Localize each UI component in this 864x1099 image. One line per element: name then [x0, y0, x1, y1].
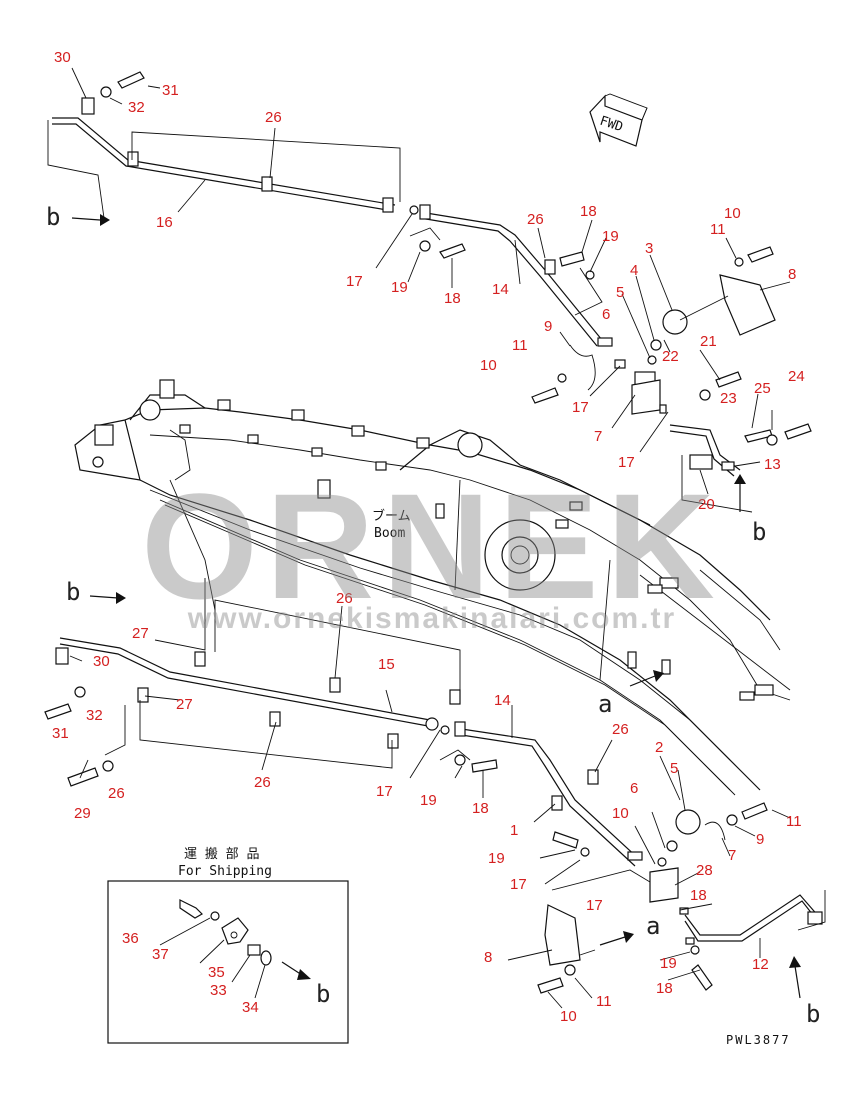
part-number-label: 26	[265, 109, 282, 126]
part-number-label: 13	[764, 456, 781, 473]
part-number-label: 6	[602, 306, 610, 323]
part-number-label: 17	[510, 876, 527, 893]
part-number-label: 32	[86, 707, 103, 724]
part-number-label: 10	[612, 805, 629, 822]
part-number-label: 18	[472, 800, 489, 817]
part-number-label: 5	[616, 284, 624, 301]
part-number-label: a	[646, 912, 660, 940]
part-number-label: 10	[560, 1008, 577, 1025]
part-number-label: 20	[698, 496, 715, 513]
part-number-label: 35	[208, 964, 225, 981]
part-number-label: 12	[752, 956, 769, 973]
part-number-label: 10	[480, 357, 497, 374]
part-number-label: 17	[586, 897, 603, 914]
part-number-label: 30	[93, 653, 110, 670]
part-number-label: 30	[54, 49, 71, 66]
part-number-label: 23	[720, 390, 737, 407]
part-number-label: 11	[710, 221, 726, 238]
part-number-label: b	[66, 578, 80, 606]
part-number-label: 19	[488, 850, 505, 867]
part-number-label: 6	[630, 780, 638, 797]
part-number-label: 8	[484, 949, 492, 966]
part-number-label: 26	[254, 774, 271, 791]
watermark-brand: ORNEK	[141, 462, 723, 630]
part-number-label: 27	[132, 625, 149, 642]
part-number-label: 26	[108, 785, 125, 802]
part-number-label: 18	[444, 290, 461, 307]
part-number-label: 21	[700, 333, 717, 350]
part-number-label: 2	[655, 739, 663, 756]
part-number-label: 9	[756, 831, 764, 848]
part-number-label: 37	[152, 946, 169, 963]
part-number-label: 11	[786, 813, 802, 830]
part-number-label: 18	[580, 203, 597, 220]
drawing-code: PWL3877	[726, 1033, 791, 1047]
part-number-label: a	[598, 690, 612, 718]
hardware-parts	[44, 71, 823, 994]
boom-label-jp: ブーム	[372, 508, 411, 524]
shipping-label-en: For Shipping	[178, 864, 272, 879]
part-number-label: 34	[242, 999, 259, 1016]
part-number-label: 22	[662, 348, 679, 365]
part-number-label: 19	[391, 279, 408, 296]
part-number-label: 17	[376, 783, 393, 800]
part-number-label: b	[46, 203, 60, 231]
fwd-direction-indicator: FWD	[589, 93, 648, 147]
boom-structure	[74, 379, 791, 796]
boom-label-en: Boom	[374, 526, 405, 541]
part-number-label: 31	[52, 725, 69, 742]
part-number-label: b	[752, 518, 766, 546]
part-number-label: 18	[690, 887, 707, 904]
part-number-label: 18	[656, 980, 673, 997]
part-number-label: 8	[788, 266, 796, 283]
part-number-label: 7	[594, 428, 602, 445]
part-number-label: 7	[728, 847, 736, 864]
shipping-inset-frame	[107, 880, 349, 1044]
part-number-label: 17	[572, 399, 589, 416]
part-number-label: 11	[596, 993, 612, 1010]
part-number-label: 11	[512, 337, 528, 354]
part-number-label: b	[316, 980, 330, 1008]
part-number-label: 27	[176, 696, 193, 713]
part-number-label: 25	[754, 380, 771, 397]
part-number-label: 5	[670, 760, 678, 777]
part-number-label: 31	[162, 82, 179, 99]
shipping-label-jp: 運 搬 部 品	[184, 847, 259, 862]
part-number-label: 24	[788, 368, 805, 385]
part-number-label: 4	[630, 262, 638, 279]
part-number-label: 19	[420, 792, 437, 809]
leader-lines	[47, 67, 826, 1009]
part-number-label: 3	[645, 240, 653, 257]
part-number-label: 14	[494, 692, 511, 709]
part-number-label: 9	[544, 318, 552, 335]
watermark-url: www.ornekismakinalari.com.tr	[187, 602, 676, 635]
part-number-label: 33	[210, 982, 227, 999]
part-number-label: 14	[492, 281, 509, 298]
part-number-label: 16	[156, 214, 173, 231]
watermark: ORNEK www.ornekismakinalari.com.tr	[141, 462, 723, 635]
part-number-label: 10	[724, 205, 741, 222]
part-number-label: 15	[378, 656, 395, 673]
fwd-label: FWD	[598, 114, 625, 136]
part-number-label: 36	[122, 930, 139, 947]
part-number-label: 1	[510, 822, 518, 839]
part-number-label: 28	[696, 862, 713, 879]
part-number-label: b	[806, 1000, 820, 1028]
part-number-label: 32	[128, 99, 145, 116]
part-number-label: 26	[336, 590, 353, 607]
reference-arrows	[71, 214, 801, 999]
part-number-label: 19	[602, 228, 619, 245]
part-number-label: 26	[527, 211, 544, 228]
part-number-label: 29	[74, 805, 91, 822]
shipping-inset: 運 搬 部 品 For Shipping	[107, 847, 349, 1044]
part-number-label: 26	[612, 721, 629, 738]
part-number-label: 17	[346, 273, 363, 290]
part-number-label: 17	[618, 454, 635, 471]
part-number-label: 19	[660, 955, 677, 972]
